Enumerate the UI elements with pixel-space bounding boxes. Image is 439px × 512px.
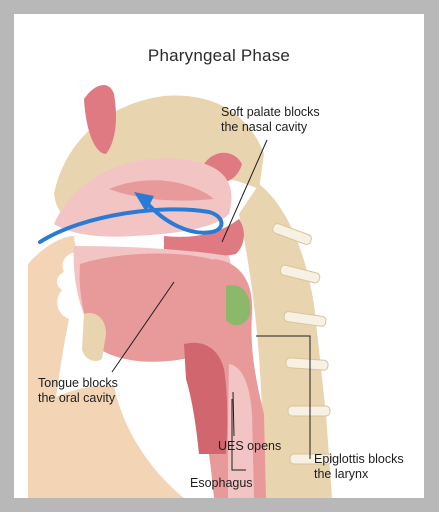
label-soft-palate: Soft palate blocks the nasal cavity xyxy=(221,105,320,135)
label-esophagus: Esophagus xyxy=(190,476,253,491)
label-esophagus-line1: Esophagus xyxy=(190,476,253,491)
label-ues-line1: UES opens xyxy=(218,439,281,454)
label-tongue-line2: the oral cavity xyxy=(38,391,118,406)
label-ues: UES opens xyxy=(218,439,281,454)
vertebra-disc xyxy=(288,406,330,416)
label-epiglottis-line1: Epiglottis blocks xyxy=(314,452,404,467)
label-soft-palate-line2: the nasal cavity xyxy=(221,120,320,135)
diagram-panel: Pharyngeal Phase xyxy=(14,14,424,498)
label-epiglottis: Epiglottis blocks the larynx xyxy=(314,452,404,482)
anatomy-illustration xyxy=(14,14,424,498)
label-tongue: Tongue blocks the oral cavity xyxy=(38,376,118,406)
label-epiglottis-line2: the larynx xyxy=(314,467,404,482)
label-soft-palate-line1: Soft palate blocks xyxy=(221,105,320,120)
label-tongue-line1: Tongue blocks xyxy=(38,376,118,391)
